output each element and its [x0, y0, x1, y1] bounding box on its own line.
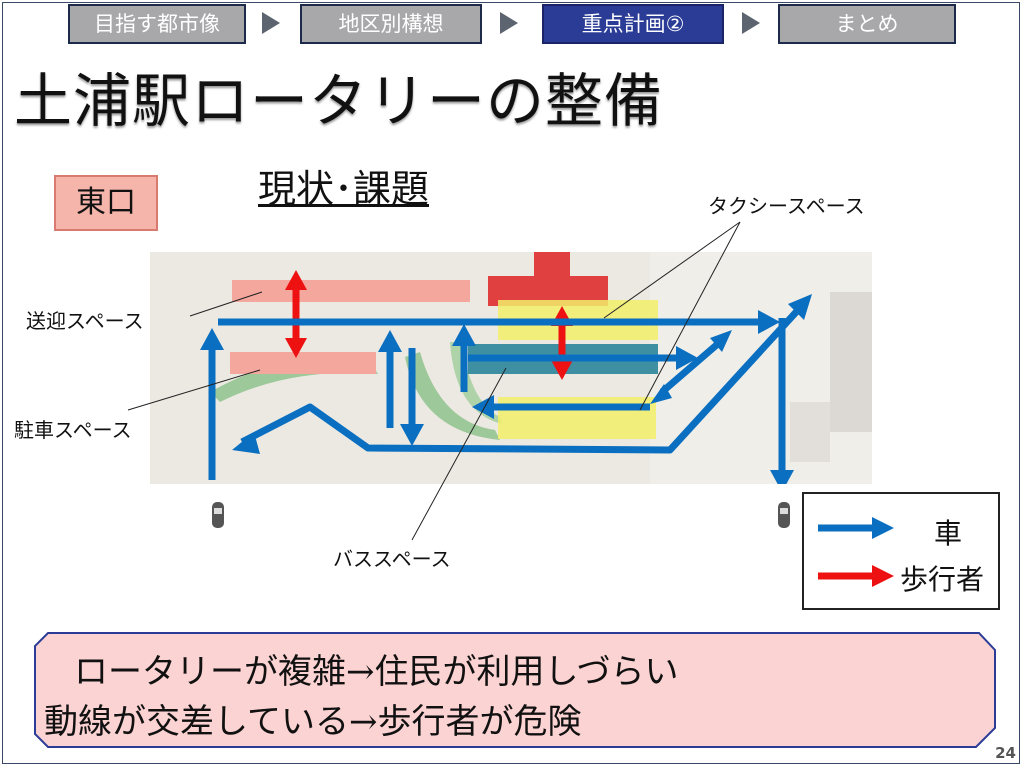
legend-pedestrian-label: 歩行者	[900, 563, 985, 596]
car-arrow-icon	[818, 517, 894, 539]
summary-line-1: ロータリーが複雑→住民が利用しづらい	[74, 652, 679, 692]
rotary-map	[150, 252, 872, 492]
summary-callout: ロータリーが複雑→住民が利用しづらい 動線が交差している→歩行者が危険	[34, 632, 996, 748]
nav-step-summary[interactable]: まとめ	[778, 4, 956, 44]
legend: 車 歩行者	[802, 492, 1000, 610]
chevron-right-icon	[262, 12, 280, 34]
legend-car-label: 車	[934, 517, 963, 550]
nav-step-vision[interactable]: 目指す都市像	[68, 4, 246, 44]
section-heading: 現状･課題	[258, 167, 430, 211]
pedestrian-arrow-icon	[818, 565, 894, 587]
label-bus-space: バススペース	[333, 547, 451, 571]
section-label-east-exit: 東口	[54, 175, 158, 231]
summary-line-2: 動線が交差している→歩行者が危険	[44, 702, 582, 742]
car-icon	[212, 502, 224, 528]
callout-shape	[34, 632, 996, 748]
car-icon	[778, 502, 790, 528]
nav-step-district[interactable]: 地区別構想	[300, 4, 482, 44]
slide-title: 土浦駅ロータリーの整備	[14, 67, 664, 135]
label-pickup-space: 送迎スペース	[26, 309, 144, 333]
page-number: 24	[995, 744, 1016, 762]
label-taxi-space: タクシースペース	[708, 194, 865, 218]
chevron-right-icon	[500, 12, 518, 34]
label-parking-space: 駐車スペース	[14, 418, 132, 442]
nav-step-priority-plan[interactable]: 重点計画②	[542, 4, 724, 44]
rotary-map-drawing	[150, 252, 872, 492]
chevron-right-icon	[742, 12, 760, 34]
